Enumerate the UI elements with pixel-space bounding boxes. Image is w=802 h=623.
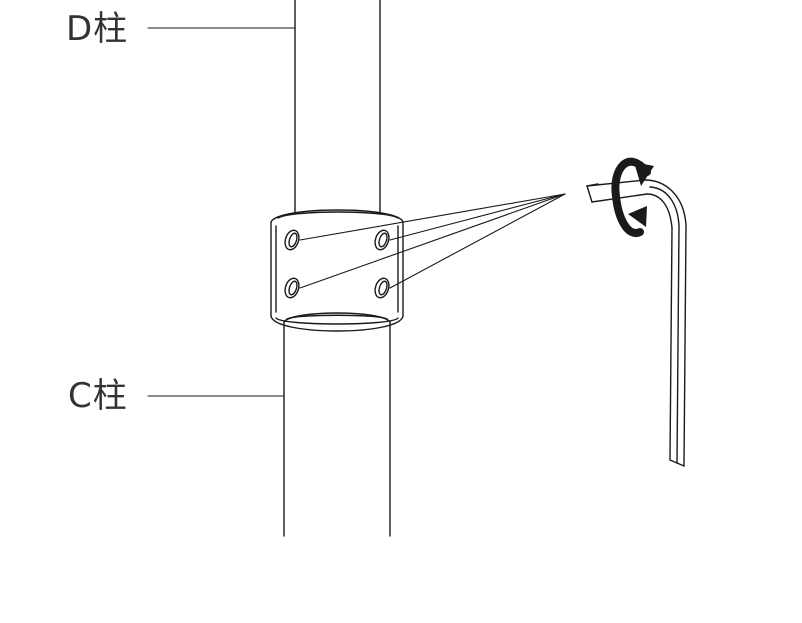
- label-upper-post: D柱: [66, 9, 129, 49]
- label-leaders: [147, 27, 296, 397]
- rotation-arrows-icon: [611, 157, 654, 237]
- lower-post-c: [283, 321, 391, 537]
- allen-key-icon: [586, 179, 687, 467]
- pointer-lines: [299, 193, 566, 289]
- label-lower-post: C柱: [68, 376, 128, 416]
- screw-holes: [284, 229, 390, 299]
- upper-post-d: [294, 0, 381, 213]
- clamp-collar: [270, 209, 404, 332]
